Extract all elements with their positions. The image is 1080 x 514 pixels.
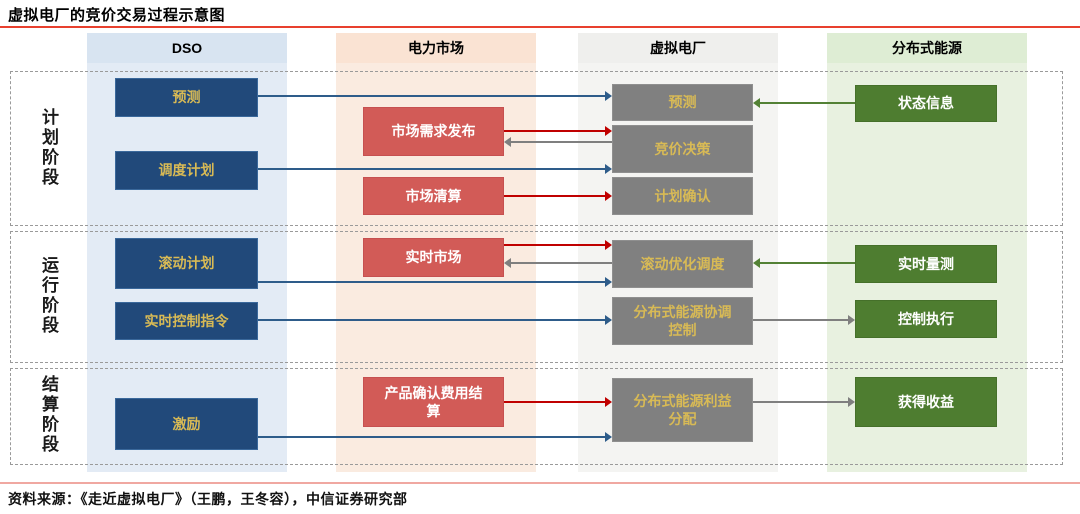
arrowhead-vpp-rolling-to-market-realtime (504, 258, 511, 268)
arrow-dso-dispatch-to-vpp-bidding (258, 168, 605, 170)
arrow-market-settlement-to-vpp-benefit (504, 401, 605, 403)
phase-row-operation (10, 231, 1063, 363)
box-vpp-forecast: 预测 (612, 84, 753, 121)
arrowhead-market-realtime-to-vpp-rolling (605, 240, 612, 250)
phase-row-planning (10, 71, 1063, 226)
arrowhead-market-clearing-to-vpp-confirm (605, 191, 612, 201)
column-header-dso: DSO (87, 33, 287, 63)
box-market-realtime: 实时市场 (363, 238, 504, 277)
arrow-dso-incentive-to-vpp-benefit (258, 436, 605, 438)
arrowhead-vpp-benefit-to-der-revenue (848, 397, 855, 407)
arrow-dso-forecast-to-vpp-forecast (258, 95, 605, 97)
box-market-demand-release: 市场需求发布 (363, 107, 504, 156)
arrowhead-der-status-to-vpp-forecast (753, 98, 760, 108)
arrowhead-vpp-coordination-to-der-control (848, 315, 855, 325)
box-dso-rolling-plan: 滚动计划 (115, 238, 258, 289)
arrow-vpp-benefit-to-der-revenue (753, 401, 848, 403)
box-dso-realtime-control: 实时控制指令 (115, 302, 258, 340)
arrowhead-dso-forecast-to-vpp-forecast (605, 91, 612, 101)
box-der-control-exec: 控制执行 (855, 300, 997, 338)
arrowhead-der-measure-to-vpp-rolling (753, 258, 760, 268)
arrow-market-clearing-to-vpp-confirm (504, 195, 605, 197)
box-der-status-info: 状态信息 (855, 85, 997, 122)
arrow-der-measure-to-vpp-rolling (760, 262, 855, 264)
arrow-vpp-coordination-to-der-control (753, 319, 848, 321)
footer-divider (0, 482, 1080, 484)
title-underline (0, 26, 1080, 28)
box-dso-incentive: 激励 (115, 398, 258, 450)
phase-row-settlement (10, 368, 1063, 465)
box-der-gain-revenue: 获得收益 (855, 377, 997, 427)
box-vpp-der-benefit: 分布式能源利益 分配 (612, 378, 753, 442)
arrowhead-dso-dispatch-to-vpp-bidding (605, 164, 612, 174)
phase-label-settlement: 结算阶段 (39, 375, 58, 455)
arrowhead-vpp-bidding-to-market-demand (504, 137, 511, 147)
box-der-realtime-measure: 实时量测 (855, 245, 997, 283)
arrow-market-demand-to-vpp-bidding (504, 130, 605, 132)
arrowhead-dso-rolling-to-vpp-rolling (605, 277, 612, 287)
arrowhead-dso-control-to-vpp-coordination (605, 315, 612, 325)
box-vpp-bidding-decision: 竞价决策 (612, 125, 753, 173)
arrow-vpp-bidding-to-market-demand (511, 141, 612, 143)
arrow-vpp-rolling-to-market-realtime (511, 262, 612, 264)
box-market-fee-settlement: 产品确认费用结 算 (363, 377, 504, 427)
arrow-der-status-to-vpp-forecast (760, 102, 855, 104)
source-note: 资料来源：《走近虚拟电厂》（王鹏，王冬容），中信证券研究部 (8, 491, 408, 507)
box-dso-dispatch-plan: 调度计划 (115, 151, 258, 190)
column-header-market: 电力市场 (336, 33, 536, 63)
arrow-market-realtime-to-vpp-rolling (504, 244, 605, 246)
box-vpp-plan-confirm: 计划确认 (612, 177, 753, 215)
arrowhead-market-demand-to-vpp-bidding (605, 126, 612, 136)
box-vpp-der-coordination: 分布式能源协调 控制 (612, 297, 753, 345)
box-vpp-rolling-dispatch: 滚动优化调度 (612, 240, 753, 288)
arrowhead-dso-incentive-to-vpp-benefit (605, 432, 612, 442)
column-header-der: 分布式能源 (827, 33, 1027, 63)
arrowhead-market-settlement-to-vpp-benefit (605, 397, 612, 407)
box-market-clearing: 市场清算 (363, 177, 504, 215)
column-header-vpp: 虚拟电厂 (578, 33, 778, 63)
phase-label-planning: 计划阶段 (39, 108, 58, 188)
arrow-dso-rolling-to-vpp-rolling (258, 281, 605, 283)
figure-title: 虚拟电厂的竞价交易过程示意图 (8, 7, 226, 24)
phase-label-operation: 运行阶段 (39, 256, 58, 336)
box-dso-forecast: 预测 (115, 78, 258, 117)
arrow-dso-control-to-vpp-coordination (258, 319, 605, 321)
